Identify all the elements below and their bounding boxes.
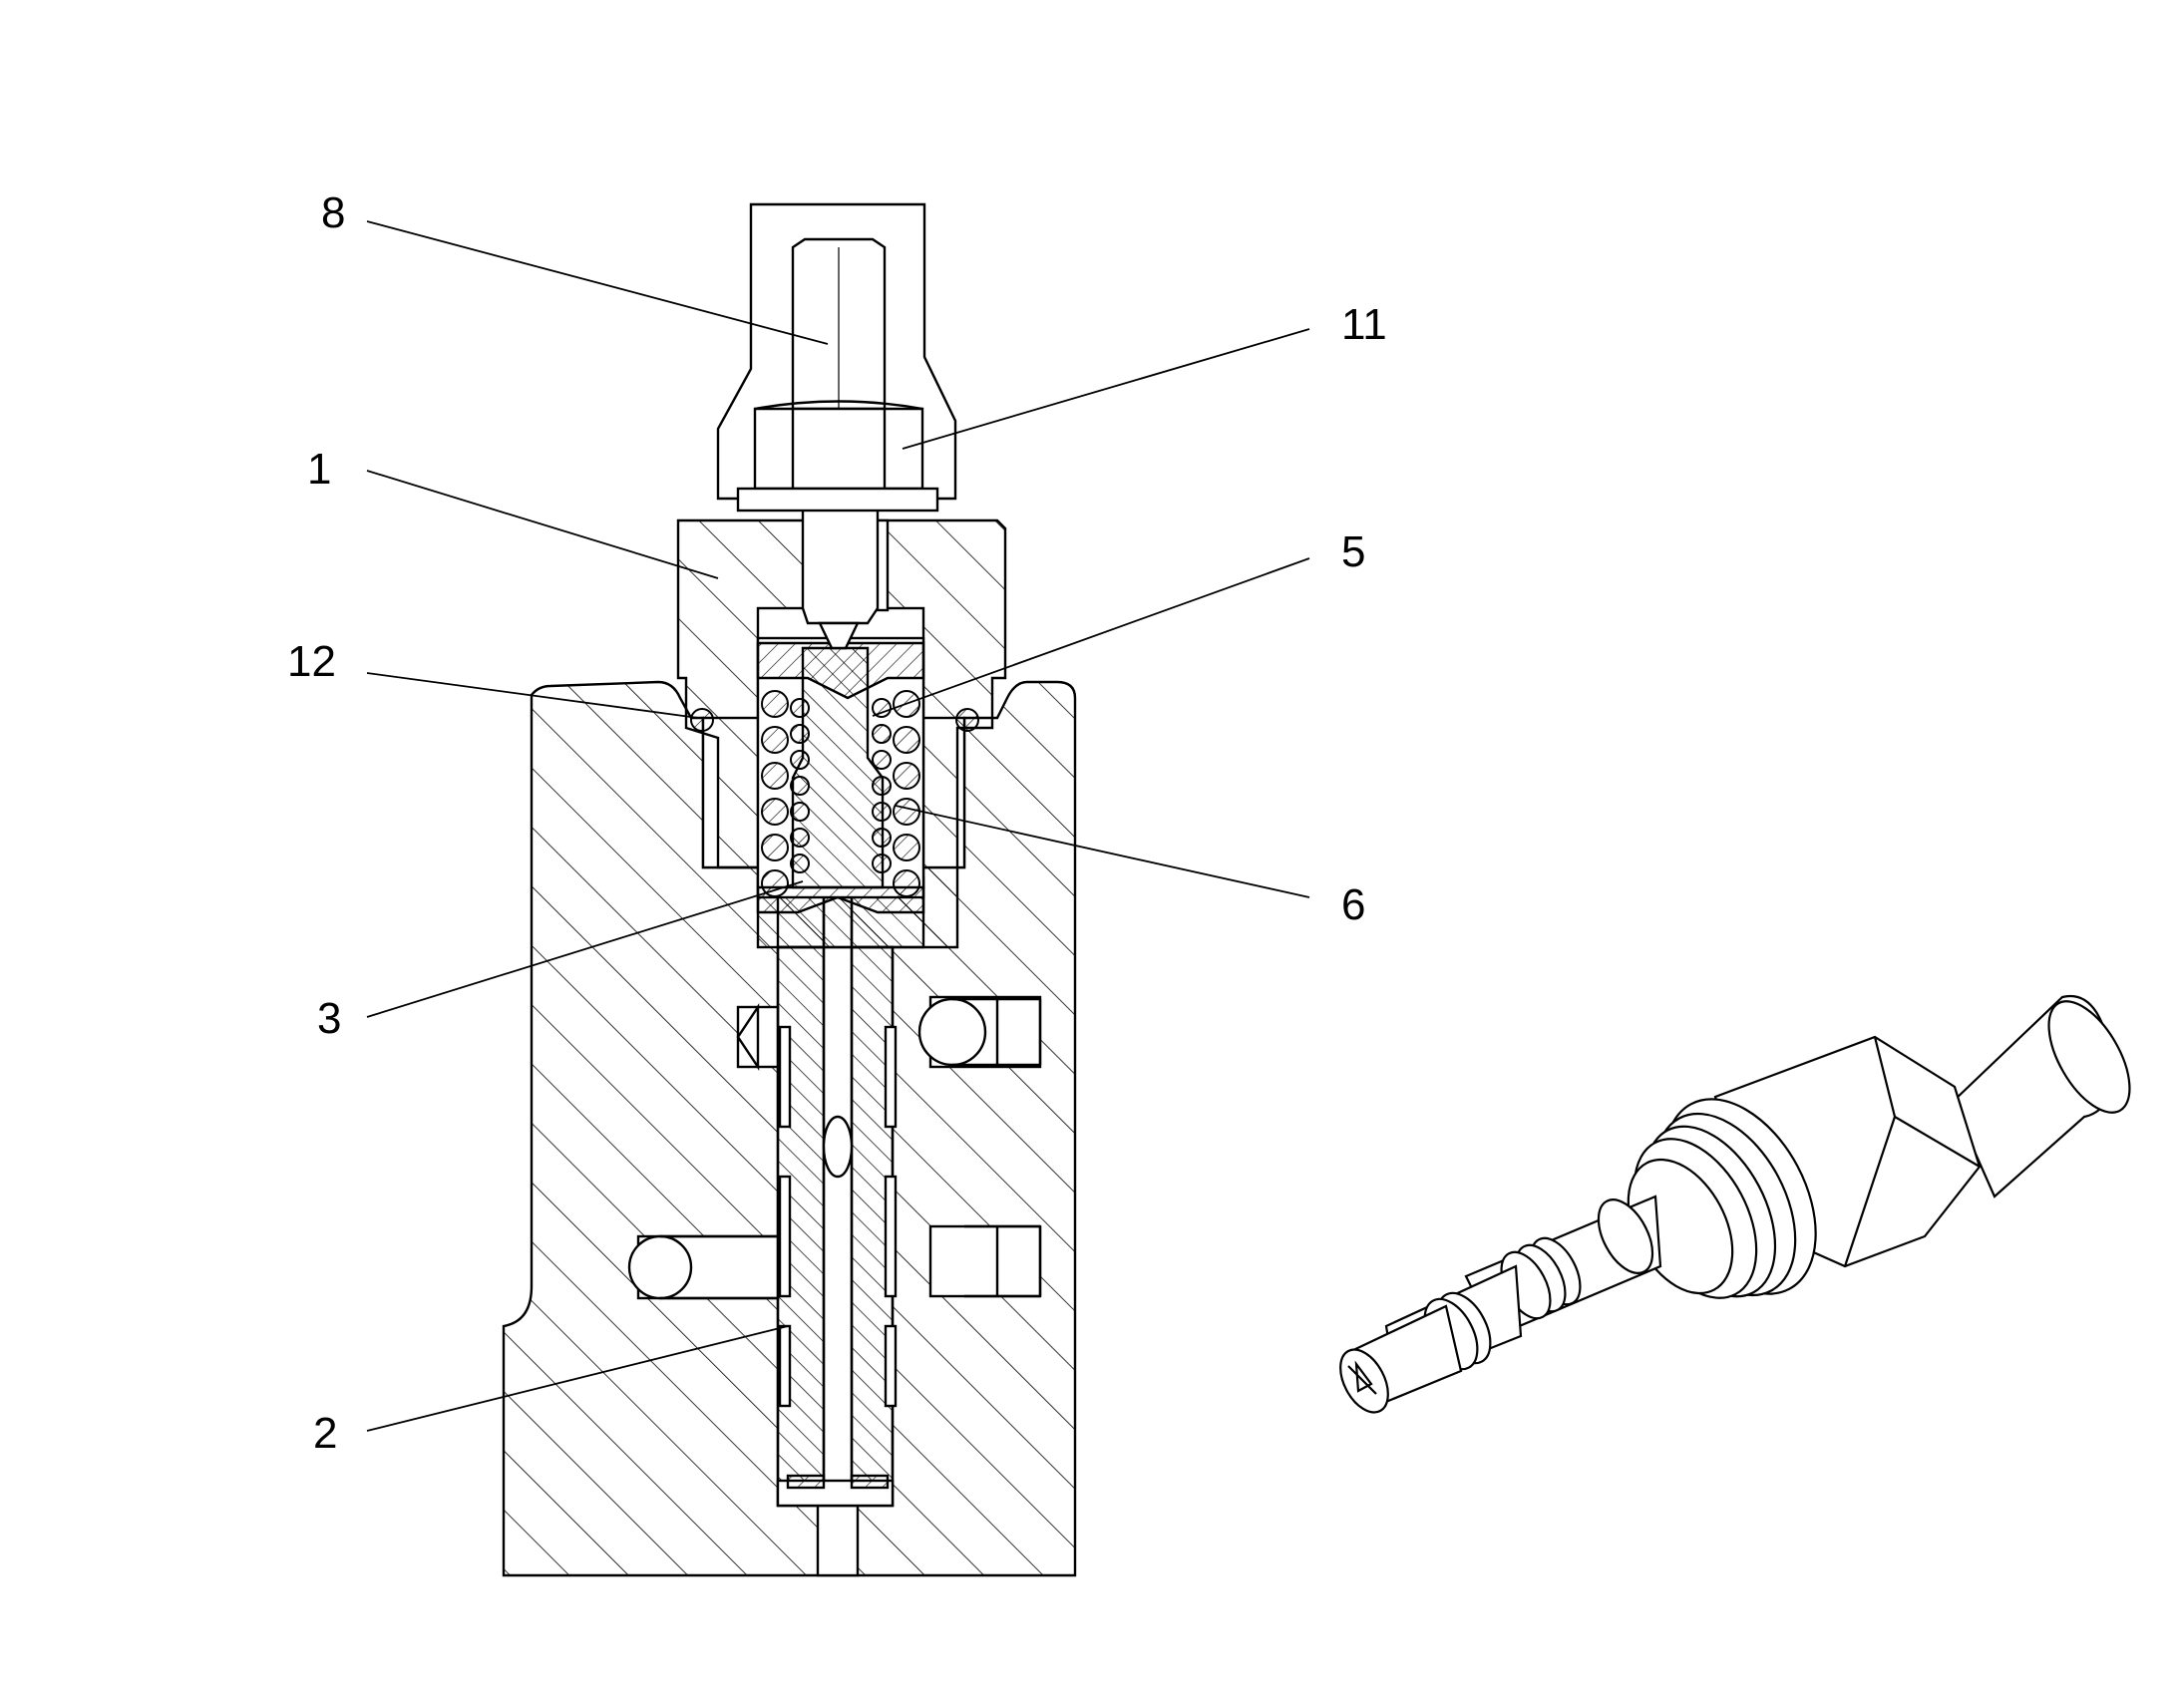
leader-lines	[366, 220, 1310, 1432]
lock-nut	[736, 400, 939, 512]
callout-3: 3	[317, 994, 341, 1043]
callout-12: 12	[287, 637, 336, 686]
valve-isometric-illustration	[1339, 994, 2131, 1414]
spring-coils	[761, 690, 920, 897]
callout-5: 5	[1341, 527, 1365, 576]
callout-8: 8	[321, 188, 345, 237]
callout-6: 6	[1341, 880, 1365, 929]
callout-2: 2	[313, 1409, 337, 1458]
push-sleeve	[776, 895, 898, 1508]
o-ring	[690, 708, 979, 732]
callout-labels: 8 11 1 5 12 6 3 2	[287, 188, 1387, 1458]
callout-11: 11	[1341, 300, 1387, 349]
port-holes	[627, 997, 1042, 1300]
callout-1: 1	[307, 445, 331, 494]
